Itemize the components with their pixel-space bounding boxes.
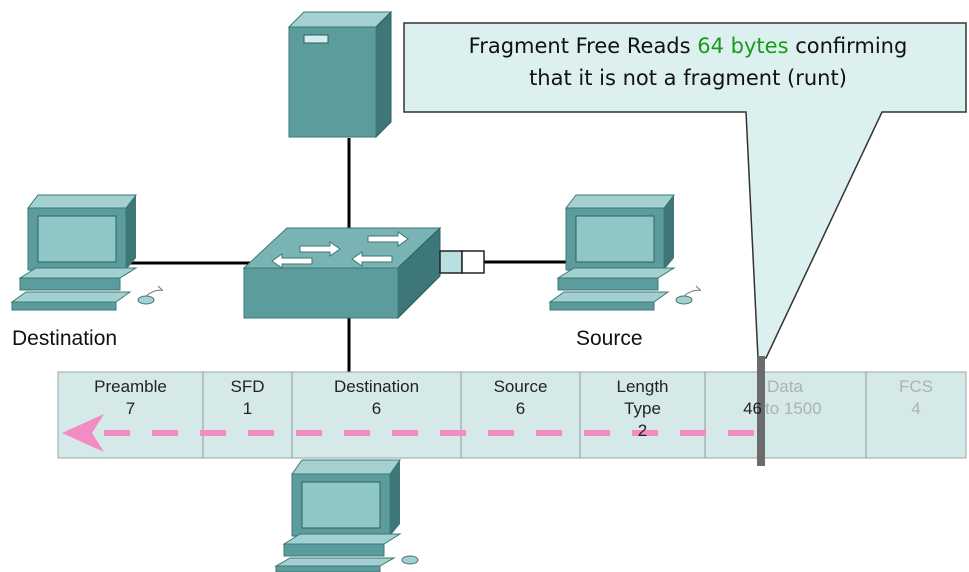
field-name: Data [767,377,803,396]
frame-field-fcs: FCS 4 [866,372,966,458]
field-size-2: 2 [637,421,648,440]
frame-field-data: Data to 1500 [765,372,866,458]
field-size: 6 [371,399,382,418]
field-size: 7 [125,399,136,418]
frame-field-source: Source 6 [461,372,580,458]
callout-line-1-suffix: confirming [788,34,908,58]
transmission-arrow [62,414,755,452]
destination-computer-icon [10,194,163,311]
bottom-computer-icon [274,459,419,572]
field-name [705,376,762,398]
frame-field-sfd: SFD 1 [203,372,292,458]
callout-text: Fragment Free Reads 64 bytes confirming … [408,30,968,94]
callout-line-1-prefix: Fragment Free Reads [468,34,698,58]
ethernet-frame [57,371,967,459]
field-name: Destination [333,377,420,396]
frame-field-destination: Destination 6 [292,372,461,458]
frame-field-length-type: Length Type 2 [580,372,705,458]
network-cables [130,138,568,372]
field-size: 46 [743,399,762,418]
field-name: SFD [230,377,265,396]
field-name: Preamble [94,377,167,396]
field-name: Length [616,377,669,396]
switch-icon [242,226,442,320]
frame-field-data-min: 46 [705,372,762,458]
callout-box [403,22,967,359]
callout-line-2: that it is not a fragment (runt) [529,66,847,90]
server-icon [287,10,393,139]
field-size: 1 [242,399,253,418]
field-size: 6 [515,399,526,418]
source-label: Source [576,327,643,350]
source-computer-icon [548,194,701,311]
destination-label: Destination [12,327,118,350]
read-position-marker [757,356,765,466]
field-size: Type [624,399,661,418]
callout-line-1: Fragment Free Reads 64 bytes confirming [408,30,968,62]
frame-field-preamble: Preamble 7 [58,372,203,458]
field-name: FCS [899,377,933,396]
field-size: to 1500 [765,399,822,418]
arrowhead-left-icon [62,414,104,452]
switch-port-buffer [439,250,485,274]
callout-highlight-64-bytes: 64 bytes [697,34,789,58]
switch-arrows-icon [271,231,409,269]
field-name: Source [493,377,548,396]
field-size: 4 [911,399,921,418]
